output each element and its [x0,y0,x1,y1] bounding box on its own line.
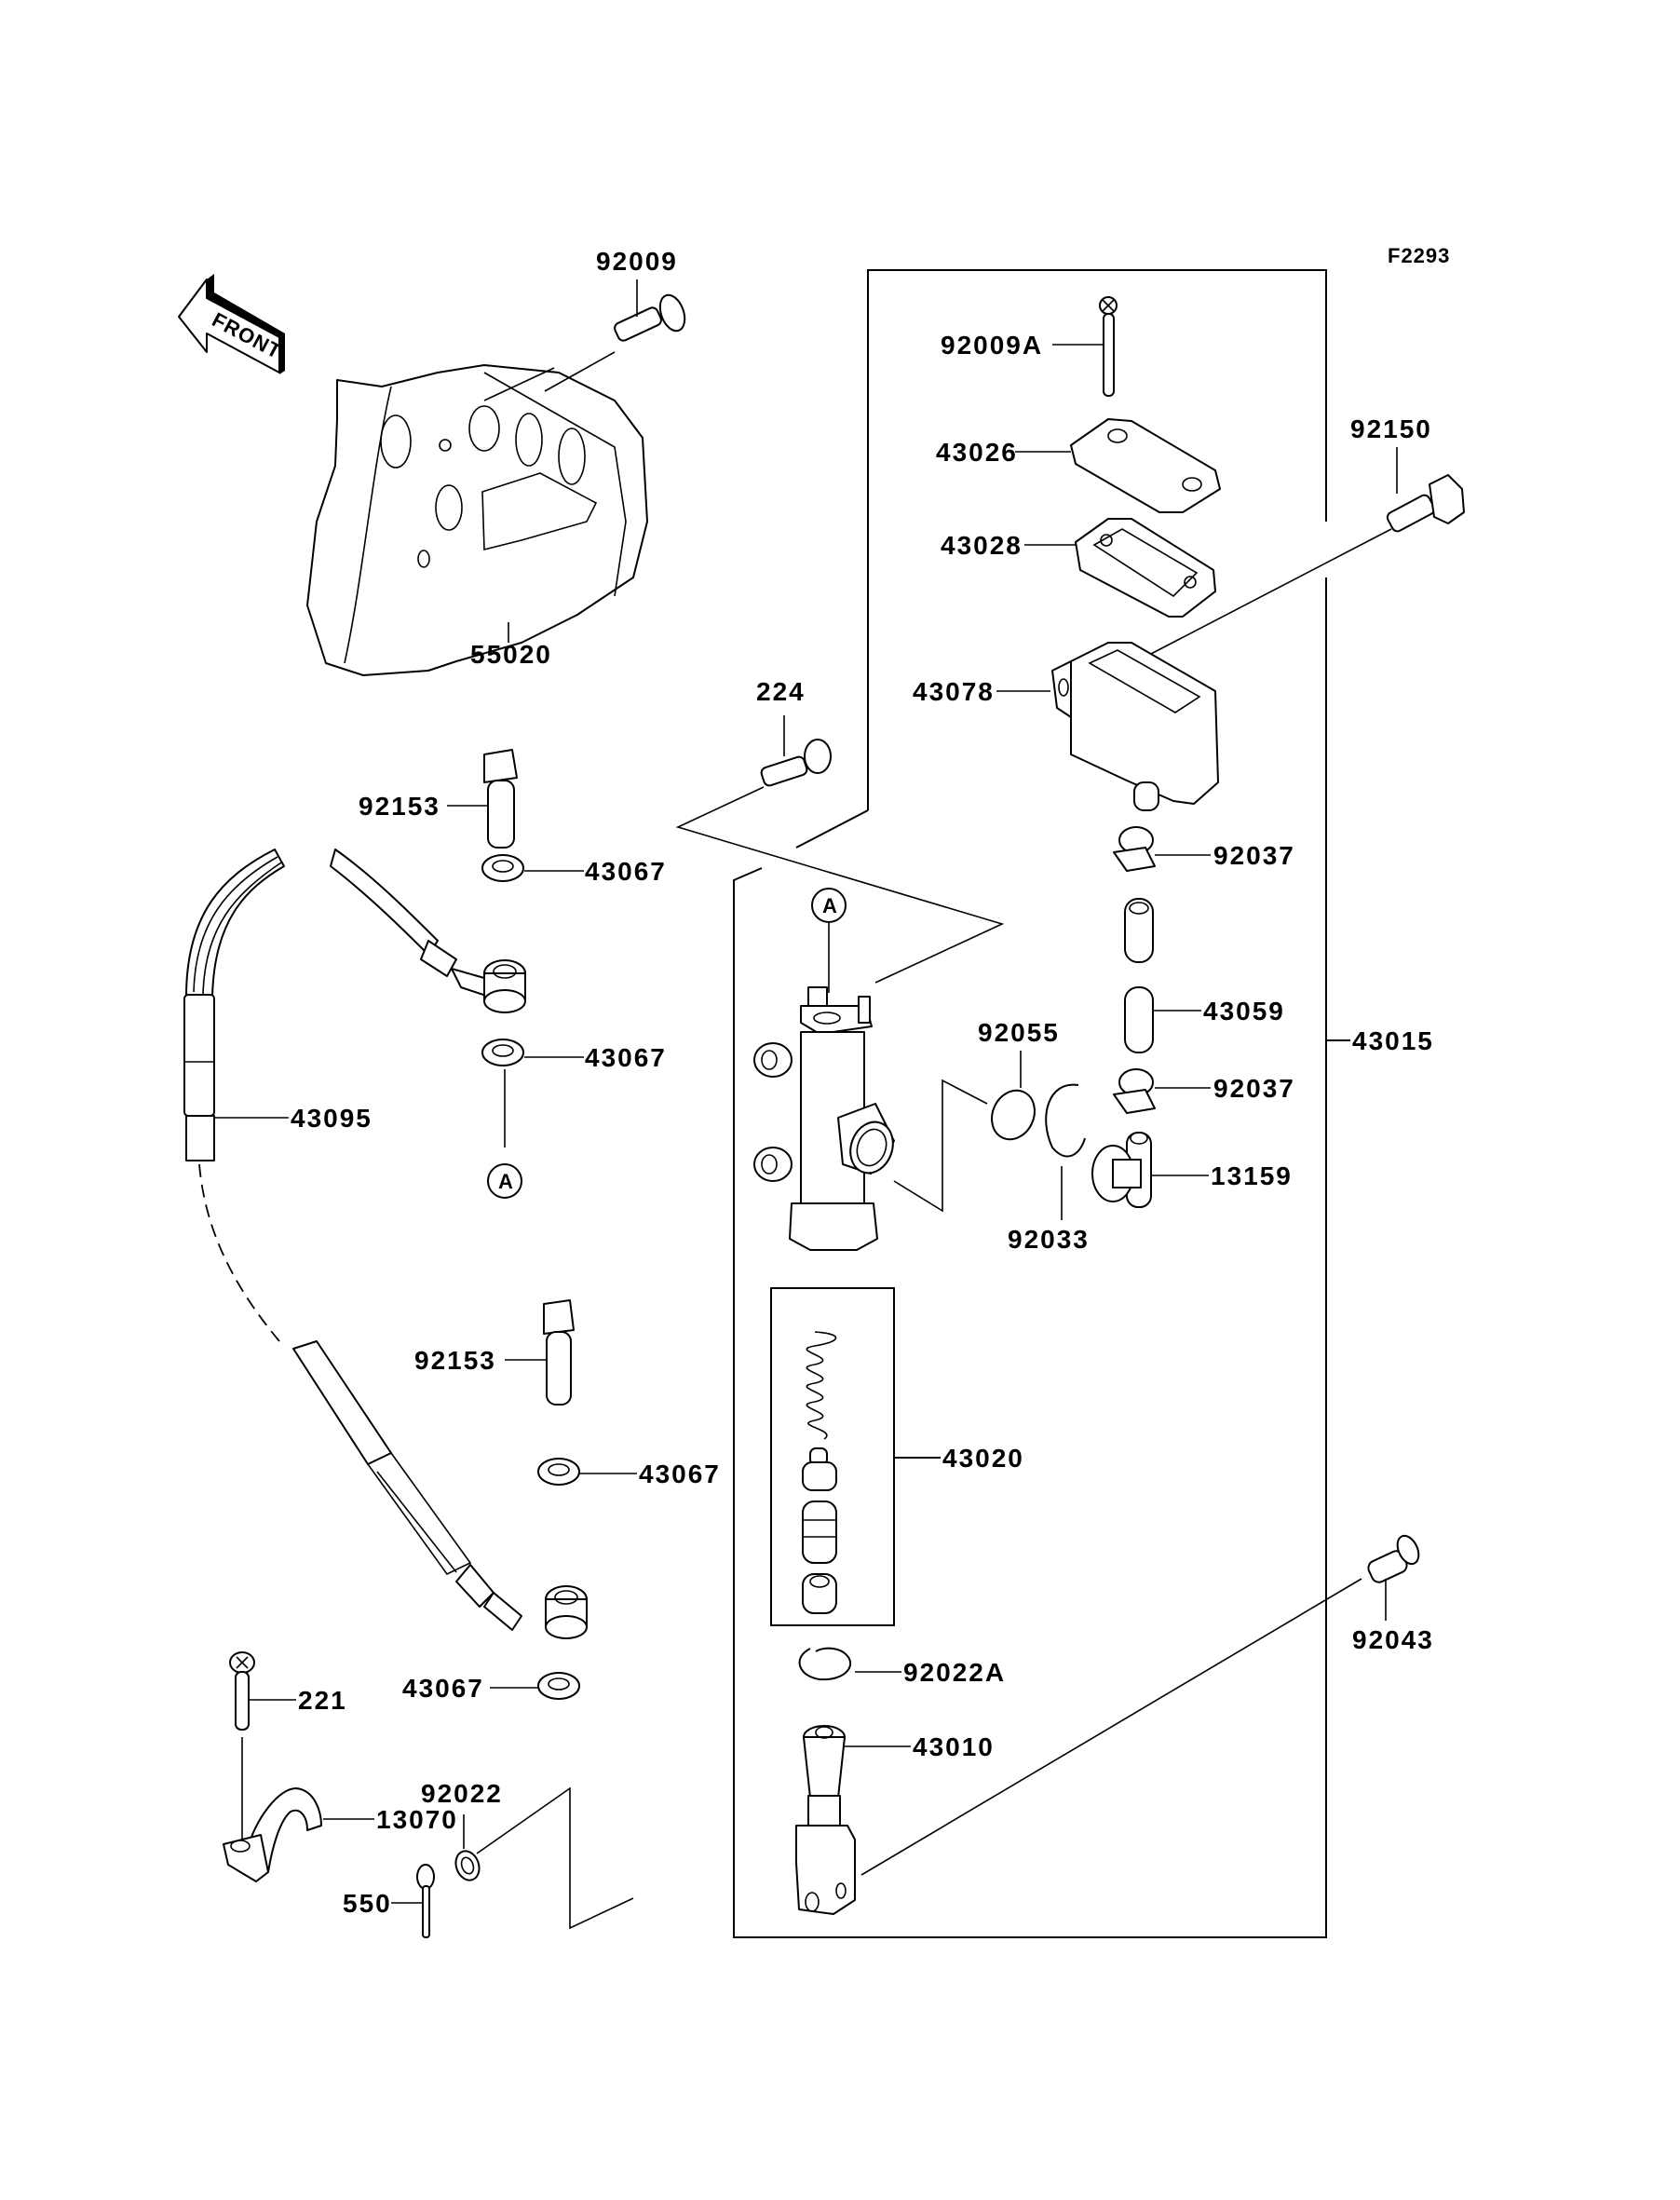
brake-hose-43095 [183,849,588,1639]
figure-code: F2293 [1388,244,1450,267]
assembly-bracket-43015 [733,269,1350,1938]
callout-43010[interactable]: 43010 [913,1732,995,1761]
callout-55020[interactable]: 55020 [470,640,552,669]
callout-92150[interactable]: 92150 [1350,414,1432,443]
circlip-92022A [798,1647,852,1681]
banjo-bolt-92153-top [483,749,518,849]
o-ring-92055 [991,1089,1036,1141]
piston-kit-43020 [802,1331,837,1614]
hose-43059 [1124,898,1154,1053]
callout-92022A[interactable]: 92022A [903,1658,1006,1687]
callout-224[interactable]: 224 [756,677,806,706]
front-arrow-icon: FRONT [178,274,286,374]
washer-43067-b [481,1039,524,1066]
hose-clamp-92037-top [1113,826,1156,872]
cotter-pin-550 [416,1864,435,1938]
banjo-bolt-92153-bottom [543,1299,575,1406]
callout-92022[interactable]: 92022 [421,1779,503,1808]
hose-clamp-92037-bottom [1113,1068,1156,1114]
screw-92009A [1099,296,1118,397]
callout-43020[interactable]: 43020 [942,1444,1024,1473]
callout-43067-b[interactable]: 43067 [585,1043,667,1072]
washer-43067-c [537,1458,580,1486]
reference-marker-a-left-label: A [498,1170,514,1193]
callout-92153-bottom[interactable]: 92153 [414,1346,496,1375]
reservoir-cap-43026 [1070,418,1221,513]
callout-43067-c[interactable]: 43067 [639,1460,721,1488]
bolt-92150 [1386,474,1465,533]
kit-box-43020 [770,1287,895,1626]
reference-marker-a-left [487,1163,522,1199]
elbow-fitting-13159 [1091,1132,1152,1208]
callout-43067-a[interactable]: 43067 [585,857,667,886]
callout-13070[interactable]: 13070 [376,1805,458,1834]
screw-221 [229,1651,255,1731]
bolt-92009 [614,293,686,342]
screw-224 [760,739,832,787]
callout-92043[interactable]: 92043 [1352,1625,1434,1654]
callout-92037-bottom[interactable]: 92037 [1213,1074,1295,1103]
callout-43015[interactable]: 43015 [1352,1026,1434,1055]
callout-43067-d[interactable]: 43067 [402,1674,484,1703]
clevis-pin-92043 [1367,1534,1420,1583]
callout-43095[interactable]: 43095 [291,1104,373,1133]
circlip-92033 [1045,1083,1086,1158]
callout-92033[interactable]: 92033 [1008,1225,1090,1254]
callout-550[interactable]: 550 [343,1889,392,1918]
guard-part-55020 [306,364,648,676]
diaphragm-43028 [1075,518,1216,618]
callout-92055[interactable]: 92055 [978,1018,1060,1047]
hose-clamp-13070 [223,1787,322,1882]
washer-92022 [454,1850,481,1881]
callout-43028[interactable]: 43028 [941,531,1023,560]
callout-92009[interactable]: 92009 [596,247,678,276]
master-cylinder-body: A [753,888,895,1251]
callout-43078[interactable]: 43078 [913,677,995,706]
callout-92037-top[interactable]: 92037 [1213,841,1295,870]
push-rod-43010 [795,1725,856,1915]
washer-43067-d [537,1672,580,1700]
reference-marker-a-top-label: A [822,894,838,917]
reservoir-body-43078 [1051,642,1219,811]
washer-43067-a [481,854,524,882]
callout-92153-top[interactable]: 92153 [359,792,440,821]
callout-221[interactable]: 221 [298,1686,347,1715]
callout-13159[interactable]: 13159 [1211,1161,1293,1190]
callout-43059[interactable]: 43059 [1203,997,1285,1025]
callout-43026[interactable]: 43026 [936,438,1018,467]
callout-92009A[interactable]: 92009A [941,331,1043,360]
